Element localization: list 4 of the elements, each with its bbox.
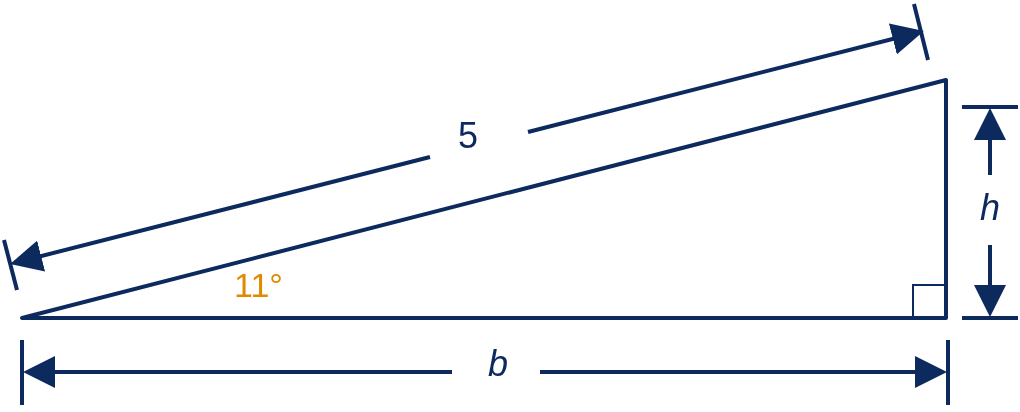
angle-label: 11° [234, 268, 283, 302]
dimension-label: h [980, 190, 1001, 226]
dimension-label: b [488, 346, 509, 382]
dimension-label: 5 [458, 118, 479, 154]
